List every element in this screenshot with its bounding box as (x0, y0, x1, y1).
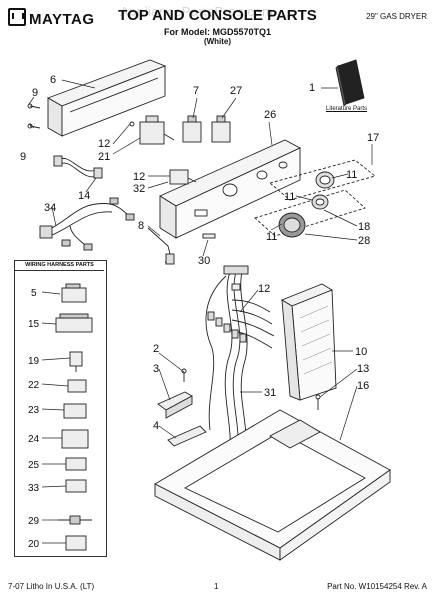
footer-page-number: 1 (214, 582, 219, 591)
watermark: AppliancePartsPros.com (120, 4, 274, 19)
dryer-top-panel (154, 409, 391, 561)
callout-28: 28 (358, 235, 370, 247)
callout-12-c: 12 (258, 283, 270, 295)
callout-2: 2 (153, 343, 159, 355)
wh-part-24 (61, 429, 89, 449)
color-label: (White) (203, 37, 232, 46)
clip-30 (202, 233, 216, 239)
page-title: TOP AND CONSOLE PARTS (118, 7, 317, 24)
product-label: 29" GAS DRYER (366, 12, 427, 21)
brand-name: MAYTAG (29, 11, 95, 28)
wh-part-19 (69, 351, 83, 372)
wh-part-20 (65, 535, 87, 551)
wh-callout-23: 23 (28, 405, 40, 416)
screw-left-upper (27, 103, 41, 109)
wh-callout-25: 25 (28, 460, 40, 471)
callout-16: 16 (357, 380, 369, 392)
wh-callout-19: 19 (28, 356, 40, 367)
wiring-harness-title: WIRING HARNESS PARTS (15, 261, 104, 271)
callout-4: 4 (153, 420, 159, 432)
wh-callout-20: 20 (28, 539, 40, 550)
wh-callout-22: 22 (28, 380, 40, 391)
callout-numbers: 6 9 9 12 21 7 27 26 1 17 11 11 11 14 34 … (20, 74, 379, 550)
callout-12-b: 12 (133, 171, 145, 183)
callout-11-b: 11 (284, 191, 295, 203)
wh-callout-15: 15 (28, 319, 40, 330)
callout-31: 31 (264, 387, 276, 399)
bracket-4 (167, 425, 207, 447)
callout-32: 32 (133, 183, 145, 195)
sensor-32 (169, 169, 197, 185)
screw-13 (315, 394, 321, 410)
callout-11-a: 11 (346, 169, 357, 181)
callout-26: 26 (264, 109, 276, 121)
callout-27: 27 (230, 85, 242, 97)
callout-9-upper: 9 (32, 87, 38, 99)
wh-part-22 (67, 379, 87, 393)
maytag-logo-icon (8, 8, 26, 26)
wiring-harness-box (14, 260, 107, 557)
wh-part-33 (65, 479, 87, 493)
wh-part-23 (63, 403, 87, 419)
wh-part-15 (55, 313, 93, 333)
knob-small-1 (315, 171, 335, 189)
knob-small-2 (311, 194, 329, 210)
footer-litho: 7-07 Litho In U.S.A. (LT) (8, 582, 95, 591)
callout-9-lower: 9 (20, 151, 26, 163)
callout-10: 10 (355, 346, 367, 358)
callout-17: 17 (367, 132, 379, 144)
knob-large (278, 212, 306, 238)
wh-part-29 (58, 515, 92, 525)
wh-callout-33: 33 (28, 483, 40, 494)
wh-callout-29: 29 (28, 516, 40, 527)
callout-12-a: 12 (98, 138, 110, 150)
callout-6: 6 (50, 74, 56, 86)
callout-13: 13 (357, 363, 369, 375)
callout-1: 1 (309, 82, 315, 94)
screw-2 (181, 368, 187, 382)
callout-21: 21 (98, 151, 110, 163)
callout-3: 3 (153, 363, 159, 375)
main-wire-harness (205, 265, 275, 451)
wh-callout-24: 24 (28, 434, 40, 445)
literature-booklet (335, 59, 365, 107)
callout-8: 8 (138, 220, 144, 232)
wh-callout-5: 5 (31, 288, 37, 299)
bracket-8 (147, 227, 175, 265)
timer-switch (139, 115, 175, 145)
screw-timer (129, 121, 135, 127)
literature-parts-label: Literature Parts (326, 106, 368, 112)
callout-11-c: 11 (266, 231, 277, 243)
wh-part-25 (65, 457, 87, 471)
callout-34: 34 (44, 202, 56, 214)
bracket-3 (157, 391, 193, 419)
wire-terminals-12 (207, 311, 247, 343)
switch-27 (211, 115, 231, 143)
callout-14: 14 (78, 190, 90, 202)
callout-18: 18 (358, 221, 370, 233)
switch-7 (182, 115, 202, 143)
lint-duct (280, 283, 337, 401)
brand-logo: MAYTAG (8, 8, 95, 28)
callout-30: 30 (198, 255, 210, 267)
harness-34 (39, 197, 135, 251)
footer-part-number: Part No. W10154254 Rev. A (327, 582, 427, 591)
callout-7: 7 (193, 85, 199, 97)
rear-bracket (46, 59, 167, 137)
harness-14 (53, 155, 103, 179)
console-panel (159, 139, 302, 239)
model-label: For Model: MGD5570TQ1 (163, 27, 271, 37)
leader-lines (28, 79, 373, 544)
wh-part-5 (61, 283, 87, 303)
